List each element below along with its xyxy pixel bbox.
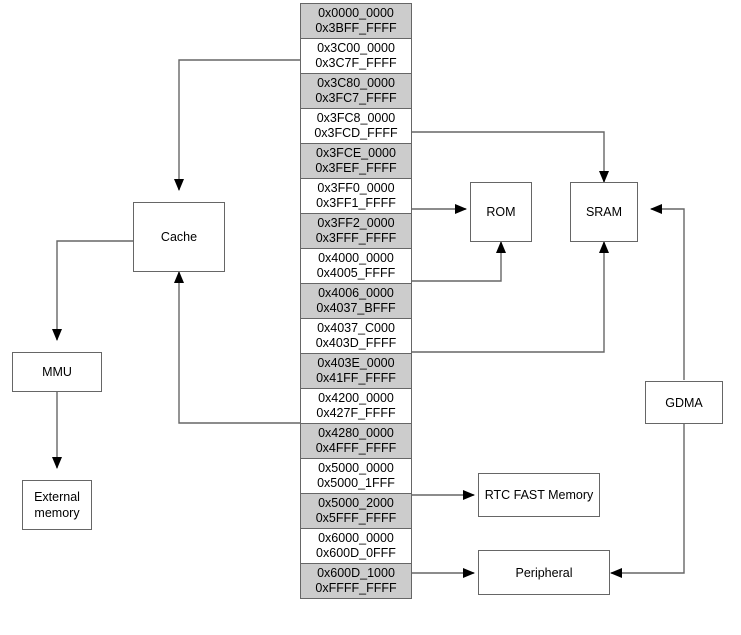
node-sram[interactable]: SRAM xyxy=(570,182,638,242)
memory-block-end-address: 0x3FF1_FFFF xyxy=(316,196,396,210)
edge-irom-mask-to-rom xyxy=(412,241,506,282)
memory-block-start-address: 0x4037_C000 xyxy=(317,321,395,335)
memory-block-end-address: 0x600D_0FFF xyxy=(316,546,396,560)
memory-block-start-address: 0x3C00_0000 xyxy=(317,41,395,55)
node-mmu-label: MMU xyxy=(42,365,72,379)
edge-cache-to-mmu xyxy=(52,240,133,341)
memory-block-start-address: 0x6000_0000 xyxy=(318,531,394,545)
memory-block-end-address: 0x4037_BFFF xyxy=(316,301,396,315)
memory-block-end-address: 0x5FFF_FFFF xyxy=(315,511,397,525)
node-rtc-fast-memory-label: RTC FAST Memory xyxy=(484,488,594,502)
memory-block-start-address: 0x4200_0000 xyxy=(318,391,394,405)
node-cache[interactable]: Cache xyxy=(133,202,225,272)
memory-block-end-address: 0x4FFF_FFFF xyxy=(315,441,397,455)
node-external-memory-label-line1: External xyxy=(34,490,80,504)
node-peripheral[interactable]: Peripheral xyxy=(478,550,610,595)
memory-block-start-address: 0x3C80_0000 xyxy=(317,76,395,90)
edge-irom-to-cache xyxy=(174,271,300,424)
memory-block-start-address: 0x4000_0000 xyxy=(318,251,394,265)
node-rtc-fast-memory[interactable]: RTC FAST Memory xyxy=(478,473,600,517)
node-rom-label: ROM xyxy=(486,205,516,219)
node-mmu[interactable]: MMU xyxy=(12,352,102,392)
memory-block-start-address: 0x403E_0000 xyxy=(317,356,395,370)
memory-block-start-address: 0x4280_0000 xyxy=(318,426,394,440)
node-external-memory[interactable]: External memory xyxy=(22,480,92,530)
memory-block-start-address: 0x5000_0000 xyxy=(318,461,394,475)
memory-block-end-address: 0x3FCD_FFFF xyxy=(314,126,398,140)
node-cache-label: Cache xyxy=(160,230,198,244)
memory-block-end-address: 0x427F_FFFF xyxy=(316,406,396,420)
memory-block-start-address: 0x600D_1000 xyxy=(317,566,395,580)
memory-block-start-address: 0x3FF0_0000 xyxy=(317,181,395,195)
edge-iram-to-sram xyxy=(412,241,609,353)
memory-block-end-address: 0x3FC7_FFFF xyxy=(315,91,397,105)
memory-block-end-address: 0x3C7F_FFFF xyxy=(315,56,397,70)
edge-gdma-to-sram xyxy=(650,204,685,380)
edge-flash-to-cache xyxy=(174,59,300,191)
memory-block-start-address: 0x0000_0000 xyxy=(318,6,394,20)
memory-block-start-address: 0x3FCE_0000 xyxy=(316,146,396,160)
memory-block-end-address: 0x4005_FFFF xyxy=(316,266,396,280)
node-external-memory-label-line2: memory xyxy=(34,506,80,520)
memory-block-start-address: 0x3FF2_0000 xyxy=(317,216,395,230)
edge-dram-to-sram xyxy=(412,131,609,183)
memory-block-end-address: 0x3FFF_FFFF xyxy=(315,231,397,245)
node-sram-label: SRAM xyxy=(585,205,623,219)
edge-gdma-to-peripheral xyxy=(610,424,685,578)
memory-block-end-address: 0x3BFF_FFFF xyxy=(315,21,397,35)
memory-block-end-address: 0x5000_1FFF xyxy=(317,476,395,490)
memory-block-start-address: 0x3FC8_0000 xyxy=(316,111,396,125)
memory-block-start-address: 0x4006_0000 xyxy=(318,286,394,300)
node-peripheral-label: Peripheral xyxy=(515,565,573,580)
memory-block-end-address: 0xFFFF_FFFF xyxy=(315,581,397,595)
memory-block-start-address: 0x5000_2000 xyxy=(318,496,394,510)
memory-block-end-address: 0x41FF_FFFF xyxy=(316,371,396,385)
node-rom[interactable]: ROM xyxy=(470,182,532,242)
node-gdma[interactable]: GDMA xyxy=(645,381,723,424)
memory-block-end-address: 0x403D_FFFF xyxy=(315,336,397,350)
memory-block-end-address: 0x3FEF_FFFF xyxy=(315,161,397,175)
node-gdma-label: GDMA xyxy=(665,395,703,410)
